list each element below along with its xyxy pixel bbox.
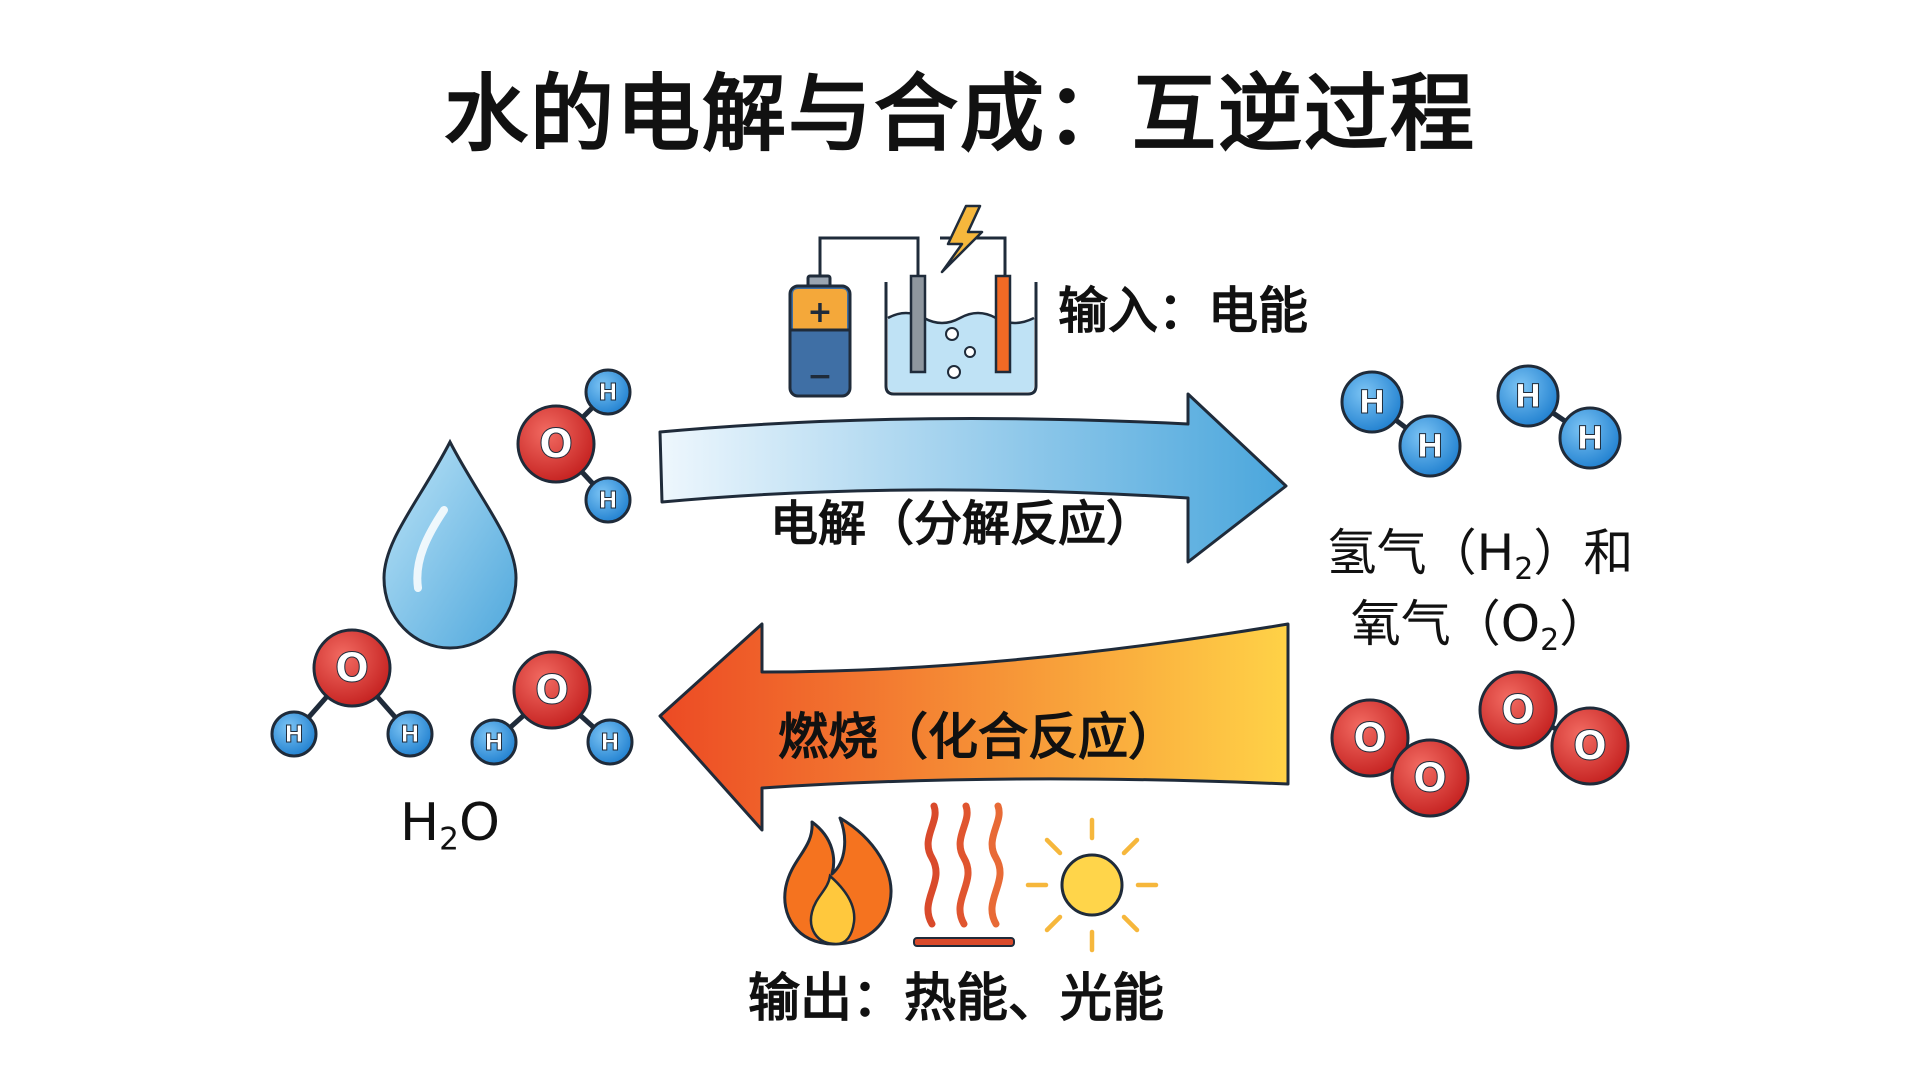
hydrogen-atom: H — [270, 710, 318, 758]
combustion-label: 燃烧（化合反应） — [778, 708, 1178, 766]
oxygen-atom-symbol: O — [1573, 724, 1607, 770]
combustion-arrow — [658, 622, 1290, 832]
oxygen-atom-symbol: O — [535, 668, 569, 714]
electrolysis-label: 电解（分解反应） — [770, 496, 1155, 552]
energy-input-label: 输入：电能 — [1058, 282, 1308, 340]
electrolysis-arrow — [658, 392, 1288, 564]
hydrogen-atom: H — [1398, 414, 1462, 478]
flame-icon — [783, 816, 893, 946]
oxygen-atom-symbol: O — [335, 646, 369, 692]
lightning-icon — [940, 204, 984, 274]
oxygen-atom: O — [1330, 698, 1410, 778]
oxygen-atom: O — [1478, 670, 1558, 750]
battery-minus-sign: − — [807, 359, 832, 394]
hydrogen-atom: H — [386, 710, 434, 758]
hydrogen-atom: H — [586, 718, 634, 766]
oxygen-atom: O — [1550, 706, 1630, 786]
products-label: 氢气（H2）和 氧气（O2） — [1320, 520, 1640, 661]
oxygen-atom: O — [1390, 738, 1470, 818]
oxygen-atom-symbol: O — [1501, 688, 1535, 734]
oxygen-atom-symbol: O — [539, 422, 573, 468]
hydrogen-atom-symbol: H — [600, 730, 619, 756]
hydrogen-atom-symbol: H — [1515, 377, 1542, 415]
oxygen-product-label: 氧气（O2） — [1350, 594, 1610, 658]
page-title: 水的电解与合成：互逆过程 — [443, 65, 1476, 163]
battery-icon — [788, 274, 852, 398]
hydrogen-product-label: 氢气（H2）和 — [1326, 524, 1634, 587]
hydrogen-atom-symbol: H — [1417, 427, 1444, 465]
hydrogen-atom-symbol: H — [1577, 419, 1604, 457]
oxygen-atom: O — [516, 404, 596, 484]
hydrogen-atom: H — [470, 718, 518, 766]
hydrogen-atom: H — [1340, 370, 1404, 434]
water-drop-icon — [382, 438, 518, 650]
battery-plus-sign: + — [807, 295, 832, 330]
hydrogen-atom-symbol: H — [484, 730, 503, 756]
circuit-wire — [818, 236, 1007, 276]
energy-output-label: 输出：热能、光能 — [748, 969, 1165, 1029]
oxygen-atom: O — [512, 650, 592, 730]
electrolysis-cell-icon — [884, 274, 1038, 396]
hydrogen-atom: H — [1558, 406, 1622, 470]
oxygen-atom: O — [312, 628, 392, 708]
oxygen-atom-symbol: O — [1353, 716, 1387, 762]
hydrogen-atom-symbol: H — [598, 488, 617, 514]
hydrogen-atom: H — [584, 476, 632, 524]
oxygen-atom-symbol: O — [1413, 756, 1447, 802]
hydrogen-atom-symbol: H — [598, 380, 617, 406]
hydrogen-atom: H — [1496, 364, 1560, 428]
water-formula-label: H2O — [400, 793, 500, 858]
hydrogen-atom: H — [584, 368, 632, 416]
hydrogen-atom-symbol: H — [284, 722, 303, 748]
hydrogen-atom-symbol: H — [400, 722, 419, 748]
sun-icon — [1025, 817, 1159, 953]
hydrogen-atom-symbol: H — [1359, 383, 1386, 421]
heat-waves-icon — [913, 802, 1015, 947]
